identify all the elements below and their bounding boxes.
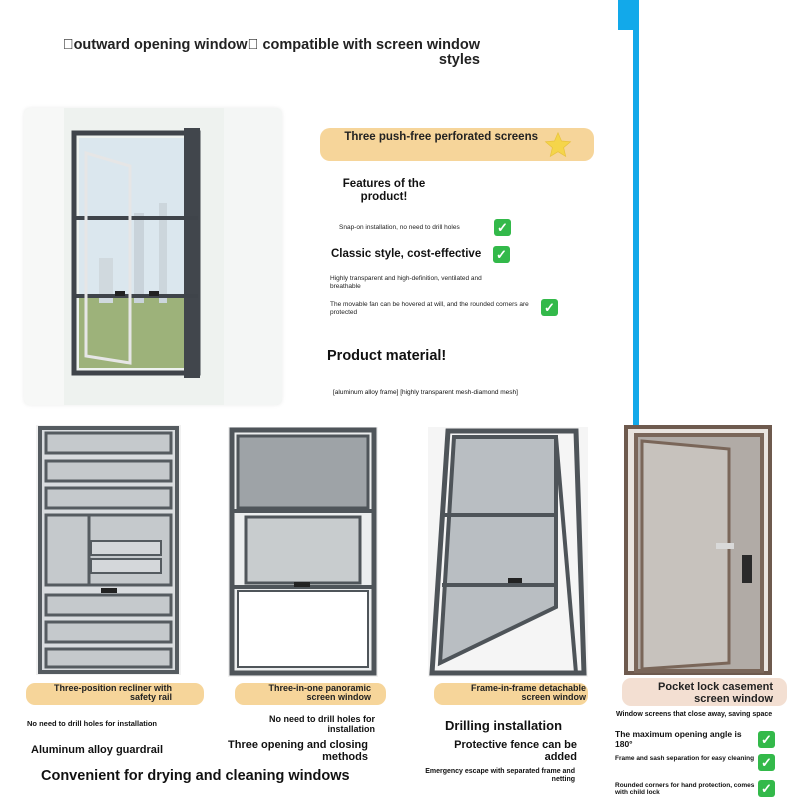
check-icon: ✓ (493, 246, 510, 263)
product-4-line-4: Rounded corners for hand protection, com… (615, 782, 755, 796)
blue-accent-strip (633, 0, 639, 425)
product-caption-1: Three-position recliner with safety rail (53, 683, 172, 702)
product-1-line-2: Aluminum alloy guardrail (31, 744, 164, 756)
star-icon (544, 131, 572, 158)
product-4-line-1: Window screens that close away, saving s… (616, 711, 773, 718)
product-image-casement (624, 425, 772, 675)
product-caption-3: Frame-in-frame detachable screen window (470, 683, 586, 702)
product-1-line-3: Convenient for drying and cleaning windo… (41, 768, 350, 784)
feature-item-2: Classic style, cost-effective (331, 248, 482, 260)
features-heading: Features of the product! (342, 178, 426, 203)
product-image-recliner (36, 425, 181, 675)
caption-bar-4 (622, 678, 787, 706)
product-2-line-1: No need to drill holes for installation (268, 714, 375, 734)
product-3-line-3: Emergency escape with separated frame an… (425, 768, 575, 783)
product-image-frame-in-frame (428, 427, 588, 677)
material-heading: Product material! (327, 348, 447, 364)
highlight-text: Three push-free perforated screens (344, 131, 538, 143)
product-4-line-3: Frame and sash separation for easy clean… (615, 755, 755, 762)
check-icon: ✓ (758, 780, 775, 797)
product-caption-2: Three-in-one panoramic screen window (268, 683, 371, 702)
product-2-line-2: Three opening and closing methods (228, 739, 368, 763)
product-1-line-1: No need to drill holes for installation (27, 719, 158, 728)
caption-bar-1 (26, 683, 204, 705)
check-icon: ✓ (758, 731, 775, 748)
check-icon: ✓ (494, 219, 511, 236)
check-icon: ✓ (541, 299, 558, 316)
hero-window-photo (24, 108, 282, 405)
product-caption-4: Pocket lock casement screen window (658, 681, 773, 705)
product-4-line-2: The maximum opening angle is 180° (615, 729, 742, 749)
product-image-panoramic (228, 427, 378, 677)
feature-item-3: Highly transparent and high-definition, … (330, 275, 482, 290)
page-title:  outward opening window  compatible with… (62, 37, 480, 68)
material-text: [aluminum alloy frame] [highly transpare… (333, 389, 518, 396)
caption-bar-3 (434, 683, 588, 705)
check-icon: ✓ (758, 754, 775, 771)
feature-item-1: Snap-on installation, no need to drill h… (339, 224, 460, 231)
feature-item-4: The movable fan can be hovered at will, … (330, 301, 529, 316)
product-3-line-2: Protective fence can be added (454, 739, 577, 763)
product-3-line-1: Drilling installation (445, 718, 563, 733)
caption-bar-2 (235, 683, 386, 705)
